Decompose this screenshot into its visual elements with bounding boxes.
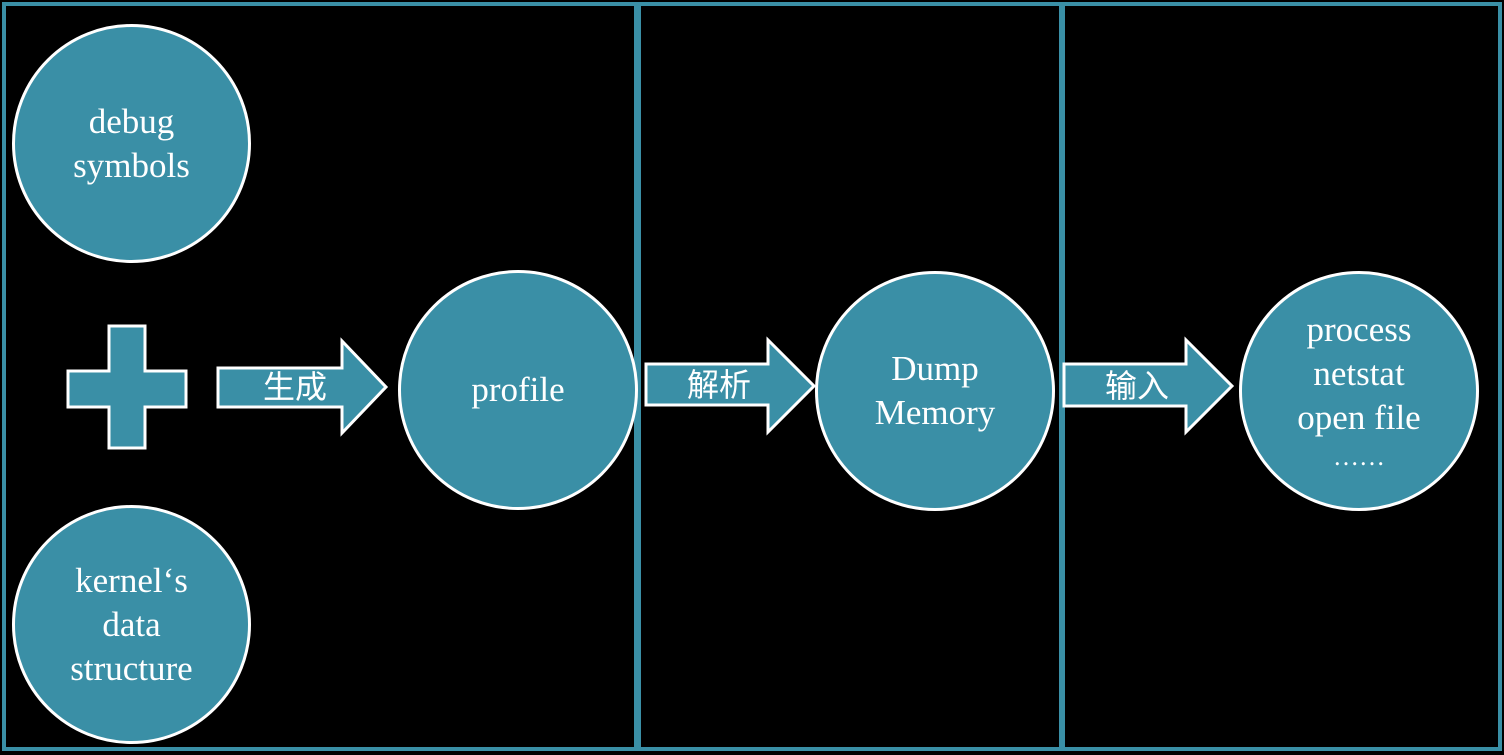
generate-arrow-label: 生成: [262, 368, 327, 406]
generate-arrow: [216, 337, 389, 437]
kernel-data-structure-line-2: data: [102, 604, 161, 644]
results-line-process: process: [1306, 310, 1412, 349]
kernel-data-structure-line-3: structure: [70, 648, 193, 688]
profile-line-1: profile: [471, 370, 565, 409]
dump-memory-node: Dump Memory: [815, 271, 1055, 511]
input-arrow-label: 输入: [1104, 367, 1169, 405]
dump-memory-line-1: Dump: [891, 349, 979, 388]
debug-symbols-label: debug symbols: [73, 100, 190, 188]
plus-icon: [66, 324, 188, 450]
results-line-ellipsis: ……: [1333, 442, 1385, 471]
parse-arrow: [644, 336, 817, 436]
profile-label: profile: [471, 368, 564, 412]
debug-symbols-node: debug symbols: [12, 24, 251, 263]
kernel-data-structure-node: kernel‘s data structure: [12, 505, 251, 744]
kernel-data-structure-line-1: kernel‘s: [75, 560, 188, 600]
debug-symbols-line-1: debug: [88, 101, 175, 141]
dump-memory-label: Dump Memory: [875, 347, 996, 435]
results-label: process netstat open file ……: [1297, 308, 1420, 474]
profile-node: profile: [398, 270, 638, 510]
results-line-netstat: netstat: [1313, 354, 1405, 393]
input-arrow: [1062, 336, 1235, 436]
results-node: process netstat open file ……: [1239, 271, 1479, 511]
kernel-data-structure-label: kernel‘s data structure: [70, 559, 192, 691]
dump-memory-line-2: Memory: [874, 393, 996, 432]
results-line-open-file: open file: [1297, 398, 1421, 437]
debug-symbols-line-2: symbols: [73, 145, 190, 185]
parse-arrow-label: 解析: [686, 366, 751, 404]
